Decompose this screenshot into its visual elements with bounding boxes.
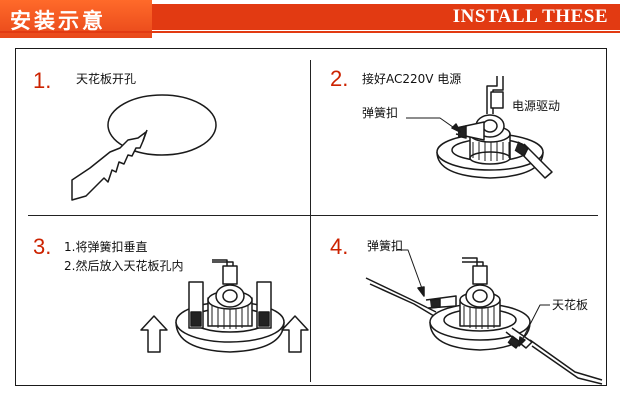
header-title-english: INSTALL THESE xyxy=(452,6,608,27)
step-3-downlight-icon xyxy=(175,281,285,353)
step-1-saw-icon xyxy=(71,129,148,201)
step-4-spring-clip-label: 弹簧扣 xyxy=(367,239,404,253)
step-4-power-wire xyxy=(462,257,488,286)
step-2-number: 2. xyxy=(330,66,349,91)
step-1-text: 天花板开孔 xyxy=(76,72,137,86)
step-3-power-wire xyxy=(212,259,238,286)
step-2-spring-clip-label: 弹簧扣 xyxy=(362,106,399,120)
step-2-downlight-icon xyxy=(436,114,553,179)
step-3-up-arrow-right xyxy=(281,315,309,353)
header-underline xyxy=(0,31,620,33)
panel-vertical-divider xyxy=(310,60,311,382)
step-1-number: 1. xyxy=(33,68,52,93)
step-2-callout-arrows xyxy=(406,117,461,133)
step-4-ceiling-label: 天花板 xyxy=(552,298,589,312)
step-4-number: 4. xyxy=(330,234,349,259)
header-banner: 安装示意 INSTALL THESE xyxy=(0,0,620,38)
step-3-up-arrow-left xyxy=(140,315,168,353)
step-4-downlight-icon xyxy=(425,284,533,351)
step-2-text: 接好AC220V 电源 xyxy=(362,72,462,86)
step-2-power-wire xyxy=(486,76,504,114)
step-3-number: 3. xyxy=(33,234,52,259)
step-3-text-line-2: 2.然后放入天花板孔内 xyxy=(64,259,184,273)
step-3-text-line-1: 1.将弹簧扣垂直 xyxy=(64,240,148,254)
step-2-driver-label: 电源驱动 xyxy=(512,99,561,113)
header-title-chinese: 安装示意 xyxy=(10,8,106,33)
panel-horizontal-divider xyxy=(28,215,598,216)
step-4-callout-lines xyxy=(397,249,550,347)
